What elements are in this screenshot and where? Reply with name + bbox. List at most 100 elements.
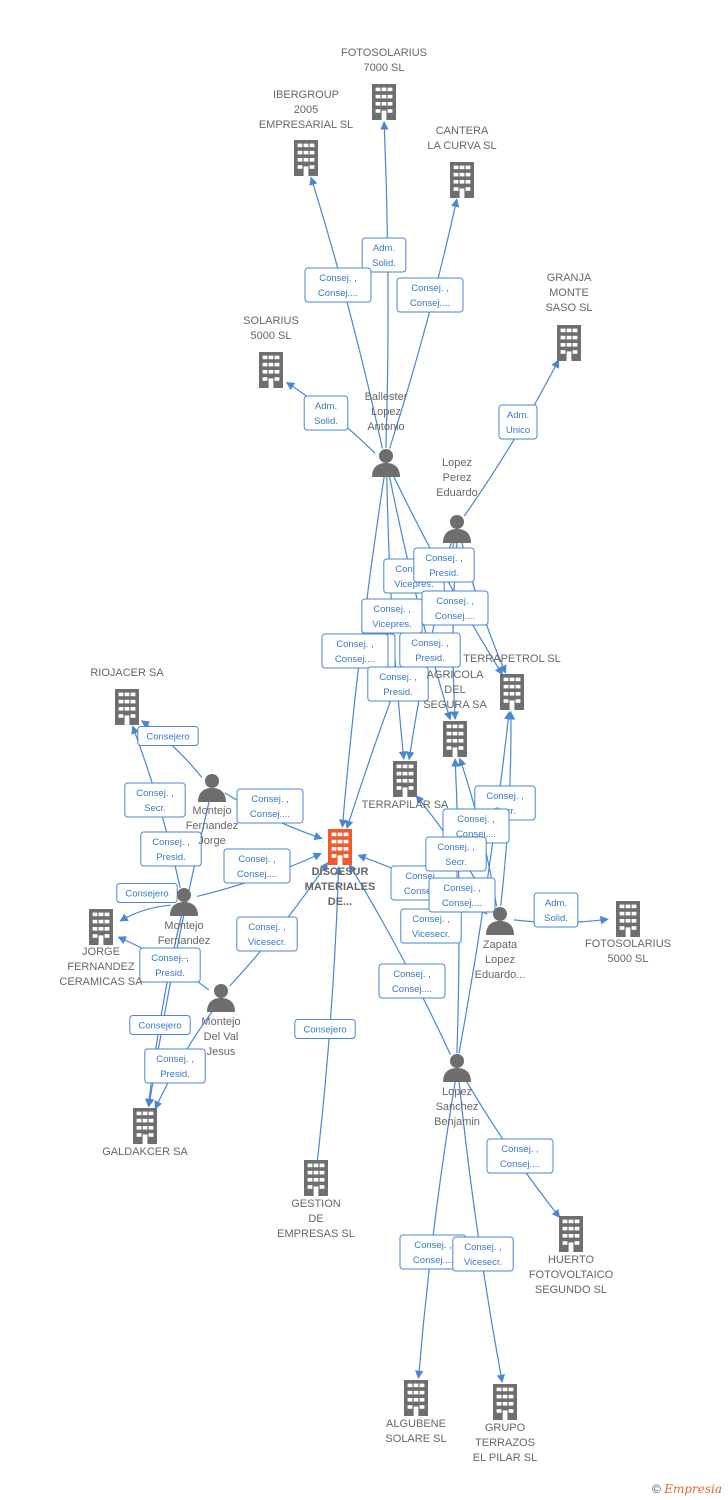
edge-role-label[interactable]: Consej. ,Consej.... [321, 633, 389, 669]
edge-role-label[interactable]: Consej. ,Consej.... [442, 808, 510, 844]
edge-role-label[interactable]: Consejero [116, 883, 178, 903]
node-label-line: GRANJA [547, 272, 592, 284]
node-galdakcer[interactable]: GALDAKCER SA [102, 1108, 188, 1158]
edge-label-box [140, 831, 202, 867]
node-label-line: GESTION [291, 1198, 341, 1210]
edge-label-line: Consej.... [435, 611, 475, 622]
node-label-line: Del Val [204, 1031, 239, 1043]
edge-role-label[interactable]: Adm.Solid. [361, 237, 407, 273]
edge-label-box [144, 1048, 206, 1084]
node-label-line: ALGUBENE [386, 1418, 446, 1430]
node-riojacer[interactable]: RIOJACER SA [90, 667, 164, 725]
node-label-line: ... [179, 950, 188, 962]
edge-role-label[interactable]: Consej. ,Consej.... [486, 1138, 554, 1174]
edge-label-line: Presid. [155, 968, 185, 979]
node-label-line: 7000 SL [364, 62, 405, 74]
edge-label-line: Consej. , [405, 871, 443, 882]
edge-label-line: Consej. , [414, 1240, 452, 1251]
edge-label-box [486, 1138, 554, 1174]
edge-role-label[interactable]: Consej. ,Presid. [139, 947, 201, 983]
edge-lopezsanchez-to-algubene [414, 1080, 456, 1380]
edge-role-label[interactable]: Consejero [129, 1015, 191, 1035]
edge-label-line: Presid. [160, 1069, 190, 1080]
node-label-line: IBERGROUP [273, 89, 339, 101]
edge-role-label[interactable]: Consej. ,Consej.... [236, 788, 304, 824]
edge-role-label[interactable]: Consejero [294, 1019, 356, 1039]
edge-label-box [413, 547, 475, 583]
footer-brand[interactable]: © Empresia [652, 1482, 722, 1496]
node-label-line: JORGE [82, 946, 120, 958]
edge-role-label[interactable]: Consej. ,Presid. [140, 831, 202, 867]
edge-role-label[interactable]: Consej. ,Vicepres. [361, 598, 423, 634]
edge-role-label[interactable]: Consej. , Consej.... [421, 590, 489, 626]
edge-label-box [396, 277, 464, 313]
node-label-line: DEL [444, 684, 465, 696]
edge-label-line: Consej. , [319, 273, 357, 284]
person-icon [443, 1054, 471, 1082]
node-label-line: DE [308, 1213, 323, 1225]
node-label-line: LA CURVA SL [427, 140, 496, 152]
edge-role-label[interactable]: Consejero [137, 726, 199, 746]
node-label-line: 5000 SL [251, 330, 292, 342]
edge-label-line: Consej. , [436, 596, 474, 607]
edge-role-label[interactable]: Consej. ,Consej.... [396, 277, 464, 313]
edge-gestion-to-discesur [316, 866, 343, 1165]
edge-label-line: Consej. , [336, 639, 374, 650]
edge-role-label[interactable]: Adm.Unico [498, 404, 538, 440]
node-label-line: DISCESUR [312, 866, 369, 878]
node-discesur[interactable]: DISCESURMATERIALESDE... [305, 829, 376, 908]
edge-role-label[interactable]: Consej. , Consej.... [304, 267, 372, 303]
edge-label-line: Consej.... [237, 869, 277, 880]
building-icon [393, 761, 417, 797]
edge-role-label[interactable]: Consej. ,Vicesecr. [236, 916, 298, 952]
node-zapata[interactable]: ZapataLopezEduardo... [475, 907, 526, 981]
node-montejofern[interactable]: MontejoFernandez... [158, 888, 211, 962]
node-terrapilar[interactable]: TERRAPILAR SA [362, 761, 449, 811]
edge-montejojorge-to-riojacer [140, 720, 203, 778]
building-icon [89, 909, 113, 945]
edge-role-label[interactable]: Consej. ,Vicesecr. [452, 1236, 514, 1272]
edge-role-label[interactable]: Consej. ,Secr. [124, 782, 186, 818]
node-label-line: Zapata [483, 939, 518, 951]
edge-role-label[interactable]: Consej. ,Presid. [399, 632, 461, 668]
building-icon [450, 162, 474, 198]
edge-role-label[interactable]: Consej. ,Vicesecr. [400, 908, 462, 944]
edge-role-label[interactable]: Adm.Solid. [303, 395, 349, 431]
edge-role-label[interactable]: Adm.Solid. [533, 892, 579, 928]
edge-label-line: Secr. [144, 803, 166, 814]
edge-role-label[interactable]: Consej. ,Presid. [413, 547, 475, 583]
node-label-line: Eduardo... [475, 969, 526, 981]
edge-role-label[interactable]: Consej. ,Presid. [144, 1048, 206, 1084]
edge-label-line: Consej. , [379, 672, 417, 683]
node-label-line: Lopez [442, 457, 472, 469]
node-label-line: CERAMICAS SA [59, 976, 143, 988]
edge-role-label[interactable]: Consej. ,Consej.... [378, 963, 446, 999]
edge-role-label[interactable]: Consej. ,Secr. [425, 836, 487, 872]
edge-role-label[interactable]: Consej. ,Presid. [367, 666, 429, 702]
edge-label-box [223, 848, 291, 884]
edge-role-label[interactable]: Consej. ,Consej.... [428, 877, 496, 913]
node-terrapetrol[interactable]: TERRAPETROL SL [463, 653, 561, 710]
edge-label-line: Consej.... [318, 288, 358, 299]
edge-role-label[interactable]: Consej. ,Consej.... [223, 848, 291, 884]
edge-montejofern-to-jorgeceramicas [119, 904, 171, 922]
node-label-line: Benjamin [434, 1116, 480, 1128]
node-label-line: SASO SL [545, 302, 592, 314]
